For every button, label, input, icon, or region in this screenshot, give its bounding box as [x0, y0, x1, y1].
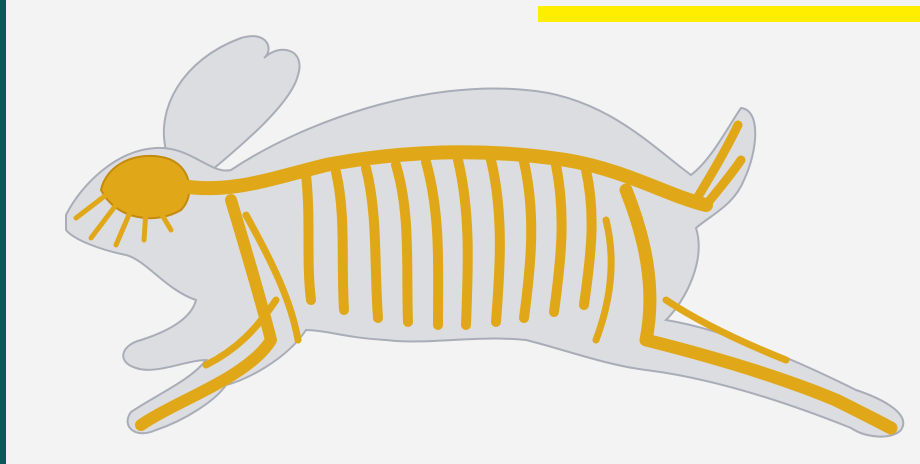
illustration-canvas [6, 0, 920, 464]
rabbit-nervous-system-illustration [6, 0, 920, 464]
